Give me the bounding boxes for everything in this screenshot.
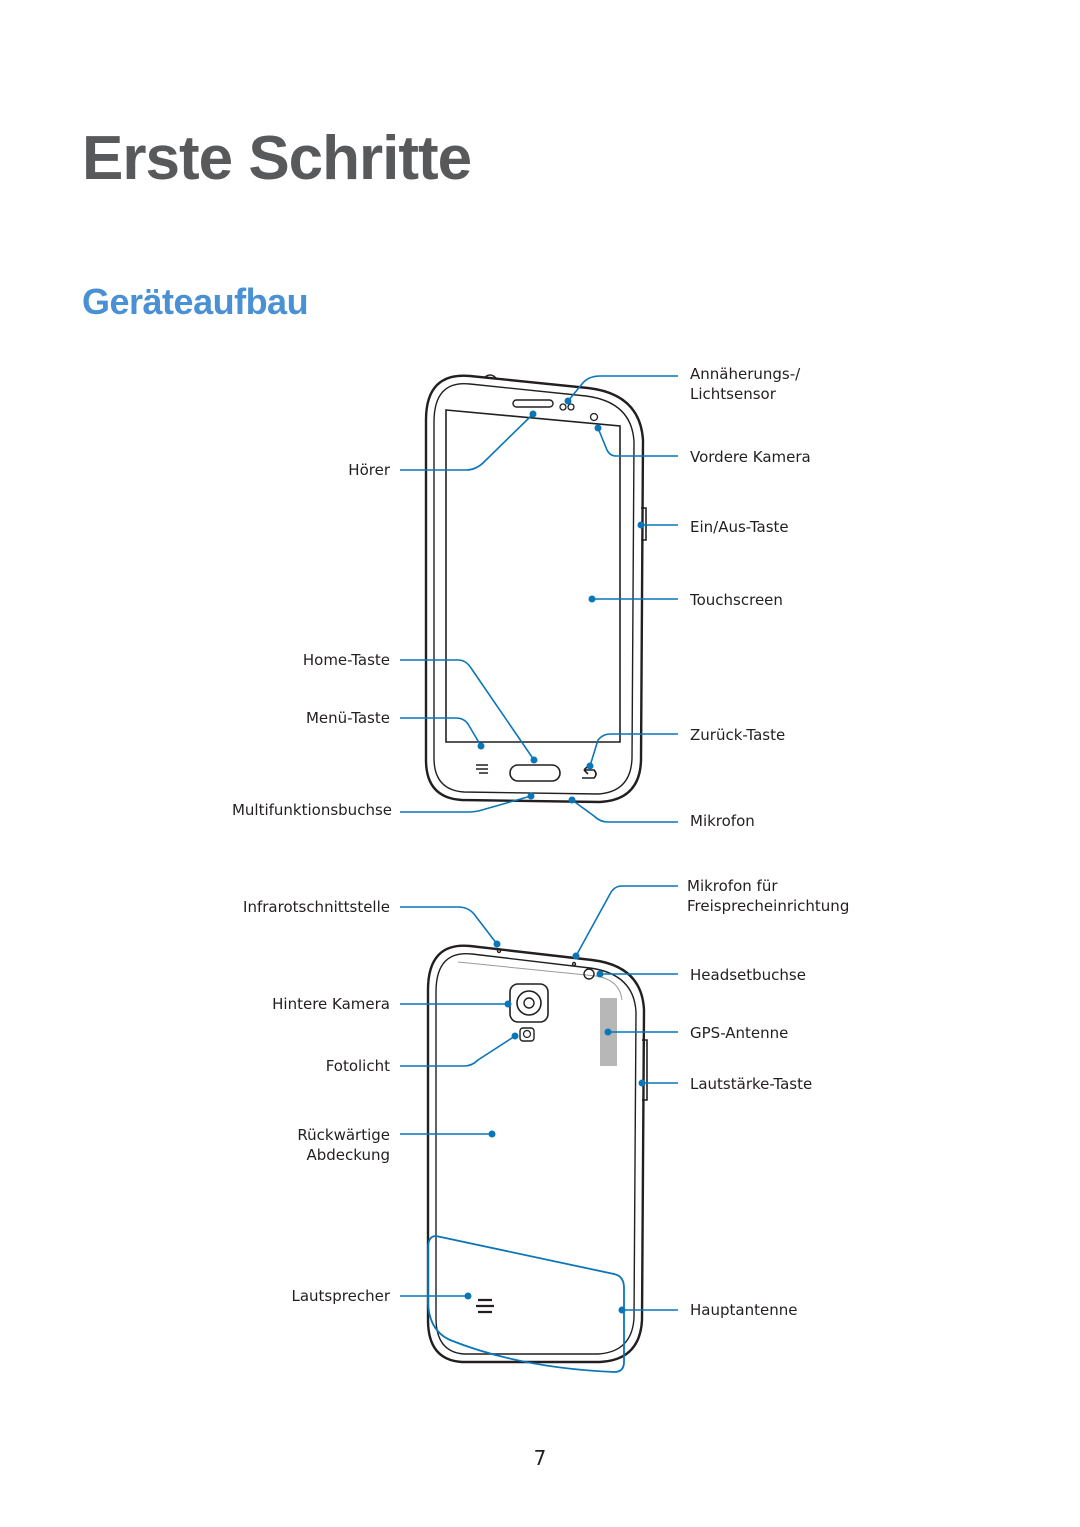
- label-mikrofon-freisprech-line1: Mikrofon für: [687, 877, 778, 895]
- label-annaeherungs-sensor: Annäherungs-/ Lichtsensor: [690, 364, 800, 404]
- label-mikrofon-freisprech-line2: Freisprecheinrichtung: [687, 897, 850, 915]
- label-mikrofon: Mikrofon: [690, 812, 755, 830]
- label-annaeherungs-line1: Annäherungs-/: [690, 365, 801, 383]
- label-mikrofon-freisprech: Mikrofon für Freisprecheinrichtung: [687, 876, 849, 916]
- section-title: Geräteaufbau: [82, 281, 309, 322]
- label-hoerer: Hörer: [348, 461, 390, 479]
- label-abdeckung-line1: Rückwärtige: [297, 1126, 390, 1144]
- label-annaeherungs-line2: Lichtsensor: [690, 385, 776, 403]
- label-lautsprecher: Lautsprecher: [291, 1287, 391, 1305]
- callout-dots-front: [477, 397, 645, 804]
- page-number: 7: [533, 1446, 547, 1470]
- label-lautstaerke-taste: Lautstärke-Taste: [690, 1075, 813, 1093]
- label-vordere-kamera: Vordere Kamera: [690, 448, 811, 466]
- label-fotolicht: Fotolicht: [325, 1057, 390, 1075]
- label-hauptantenne: Hauptantenne: [690, 1301, 798, 1319]
- phone-front: [424, 374, 647, 804]
- phone-back: [426, 944, 648, 1364]
- label-menue-taste: Menü-Taste: [305, 709, 390, 727]
- label-ein-aus-taste: Ein/Aus-Taste: [690, 518, 789, 536]
- label-rueckwaertige-abdeckung: Rückwärtige Abdeckung: [297, 1125, 390, 1165]
- label-abdeckung-line2: Abdeckung: [306, 1146, 390, 1164]
- label-headsetbuchse: Headsetbuchse: [690, 966, 806, 984]
- callout-dots-back: [464, 940, 646, 1314]
- label-gps-antenne: GPS-Antenne: [690, 1024, 789, 1042]
- label-touchscreen: Touchscreen: [690, 591, 783, 609]
- callouts-back: [400, 885, 678, 1373]
- callouts-front: [400, 375, 678, 823]
- label-hintere-kamera: Hintere Kamera: [272, 995, 390, 1013]
- label-multifunktionsbuchse: Multifunktionsbuchse: [231, 801, 392, 819]
- label-zurueck-taste: Zurück-Taste: [690, 726, 786, 744]
- label-infrarotschnittstelle: Infrarotschnittstelle: [243, 898, 390, 916]
- chapter-title: Erste Schritte: [82, 124, 472, 193]
- label-home-taste: Home-Taste: [302, 651, 390, 669]
